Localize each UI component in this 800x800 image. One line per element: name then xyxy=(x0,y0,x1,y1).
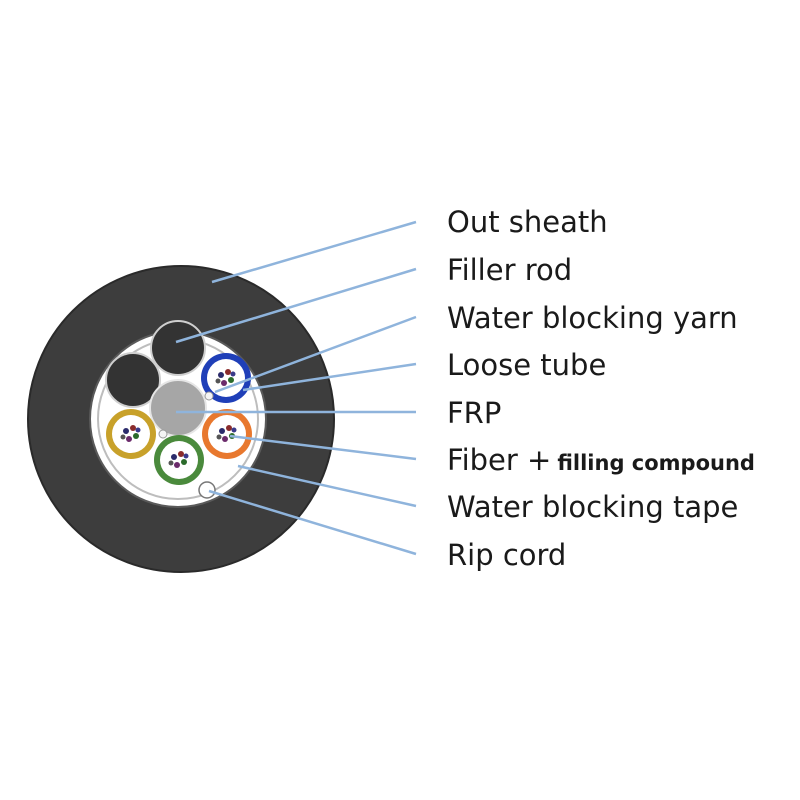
label-loose-tube: Loose tube xyxy=(447,348,607,382)
label-filling-compound: filling compound xyxy=(557,451,755,475)
filler-rod-shape-1 xyxy=(150,320,206,376)
label-filler-rod: Filler rod xyxy=(447,253,573,287)
water-blocking-yarn-dot-2 xyxy=(158,429,168,439)
leader-line-rip-cord xyxy=(208,489,417,556)
filler-rod-shape-2 xyxy=(105,352,161,408)
label-fiber-filling-compound: Fiber +filling compound xyxy=(447,443,755,480)
loose-tube-yellow xyxy=(106,409,156,459)
loose-tube-orange xyxy=(202,409,252,459)
frp-shape xyxy=(149,379,207,437)
leader-line-fiber xyxy=(229,434,417,461)
label-frp: FRP xyxy=(447,396,502,430)
label-out-sheath: Out sheath xyxy=(447,205,608,239)
label-fiber: Fiber + xyxy=(447,443,552,477)
leader-line-loose-tube xyxy=(242,362,417,392)
leader-line-filler-rod xyxy=(175,267,417,344)
water-blocking-yarn-dot-1 xyxy=(204,391,214,401)
leader-line-water-blocking-yarn xyxy=(214,315,417,394)
leader-line-out-sheath xyxy=(211,220,417,284)
loose-tube-green xyxy=(154,435,204,485)
rip-cord-shape xyxy=(198,481,216,499)
label-water-blocking-tape: Water blocking tape xyxy=(447,490,739,524)
leader-line-water-blocking-tape xyxy=(237,464,417,508)
label-rip-cord: Rip cord xyxy=(447,538,567,572)
loose-tube-blue xyxy=(201,353,251,403)
label-water-blocking-yarn: Water blocking yarn xyxy=(447,301,738,335)
